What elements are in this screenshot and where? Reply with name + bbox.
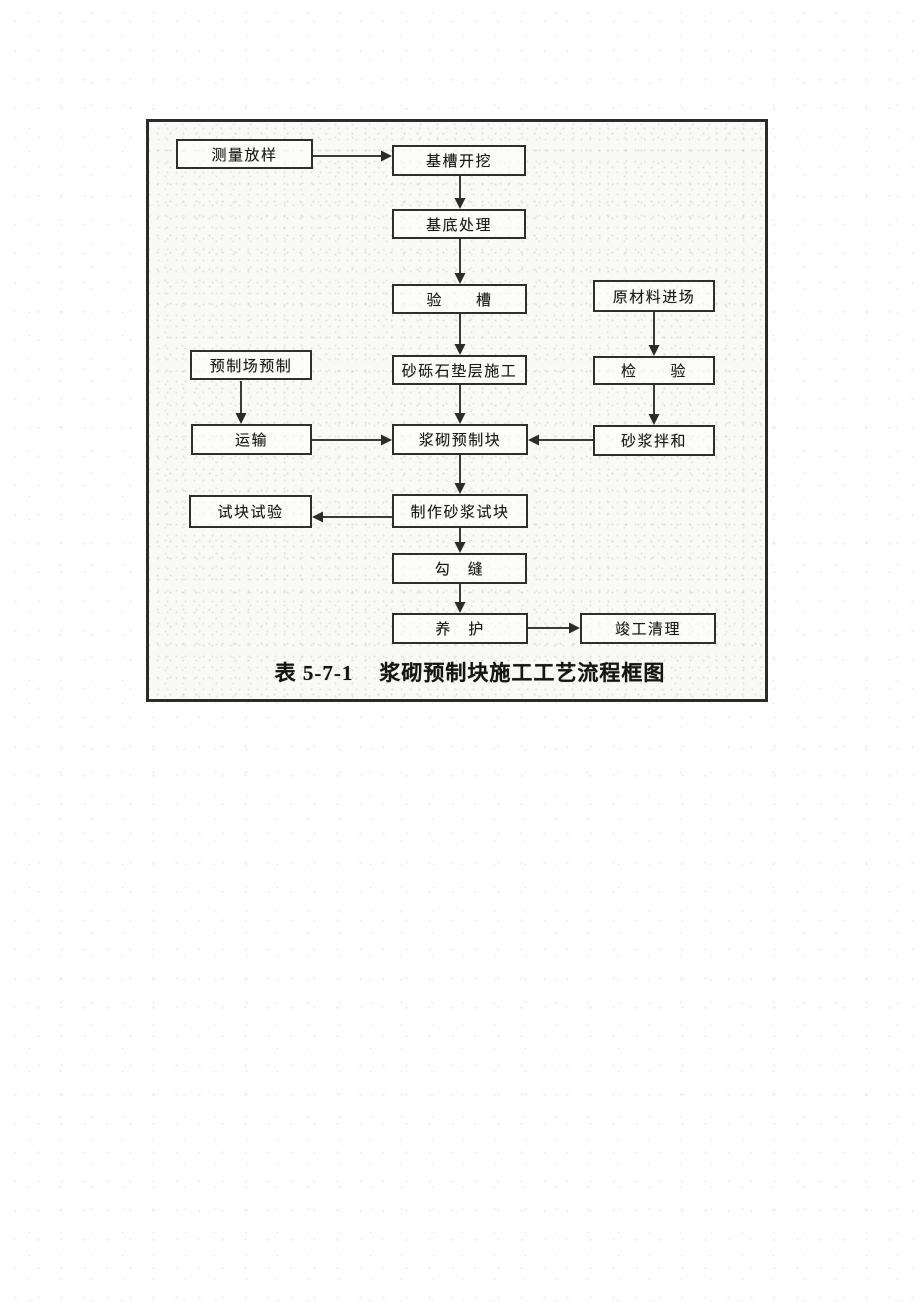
flow-node-mortar-mixing: 砂浆拌和 [593,425,715,456]
flow-node-survey: 测量放样 [176,139,313,169]
flow-node-foundation-treatment: 基底处理 [392,209,526,239]
flow-node-completion-cleanup: 竣工清理 [580,613,716,644]
flow-node-raw-material-entry: 原材料进场 [593,280,715,312]
flow-node-inspection: 检 验 [593,356,715,385]
flow-node-label: 试块试验 [217,505,284,521]
flow-node-label: 浆砌预制块 [418,433,502,449]
flow-node-label: 养 护 [435,622,485,638]
flow-node-trench-excavation: 基槽开挖 [392,145,526,176]
flow-node-label: 测量放样 [211,147,278,164]
flow-node-curing: 养 护 [392,613,528,644]
flow-node-label: 砂浆拌和 [620,434,687,450]
flow-node-gravel-cushion: 砂砾石垫层施工 [392,355,527,385]
flow-node-test-block-testing: 试块试验 [189,495,312,528]
flow-node-label: 运输 [234,433,268,449]
flow-node-label: 砂砾石垫层施工 [401,363,518,380]
flow-node-label: 验 槽 [426,292,493,309]
flow-node-transport: 运输 [191,424,312,455]
flow-node-label: 原材料进场 [612,289,696,306]
flow-node-trench-inspection: 验 槽 [392,284,527,314]
flow-node-label: 制作砂浆试块 [410,504,510,521]
flow-node-label: 竣工清理 [614,622,681,638]
flow-node-masonry-precast-block: 浆砌预制块 [392,424,528,455]
flow-node-label: 检 验 [620,364,687,380]
flow-node-precast-yard: 预制场预制 [190,350,312,380]
flow-node-label: 基槽开挖 [425,154,492,170]
flow-node-make-mortar-test-block: 制作砂浆试块 [392,494,528,528]
flow-node-label: 预制场预制 [209,358,293,375]
flow-node-pointing: 勾 缝 [392,553,527,584]
figure-caption: 表 5-7-1 浆砌预制块施工工艺流程框图 [146,658,768,688]
caption-table-label: 表 5-7-1 [274,661,354,685]
flow-node-label: 勾 缝 [434,562,485,578]
flow-node-label: 基底处理 [425,217,492,234]
caption-title: 浆砌预制块施工工艺流程框图 [379,661,666,685]
